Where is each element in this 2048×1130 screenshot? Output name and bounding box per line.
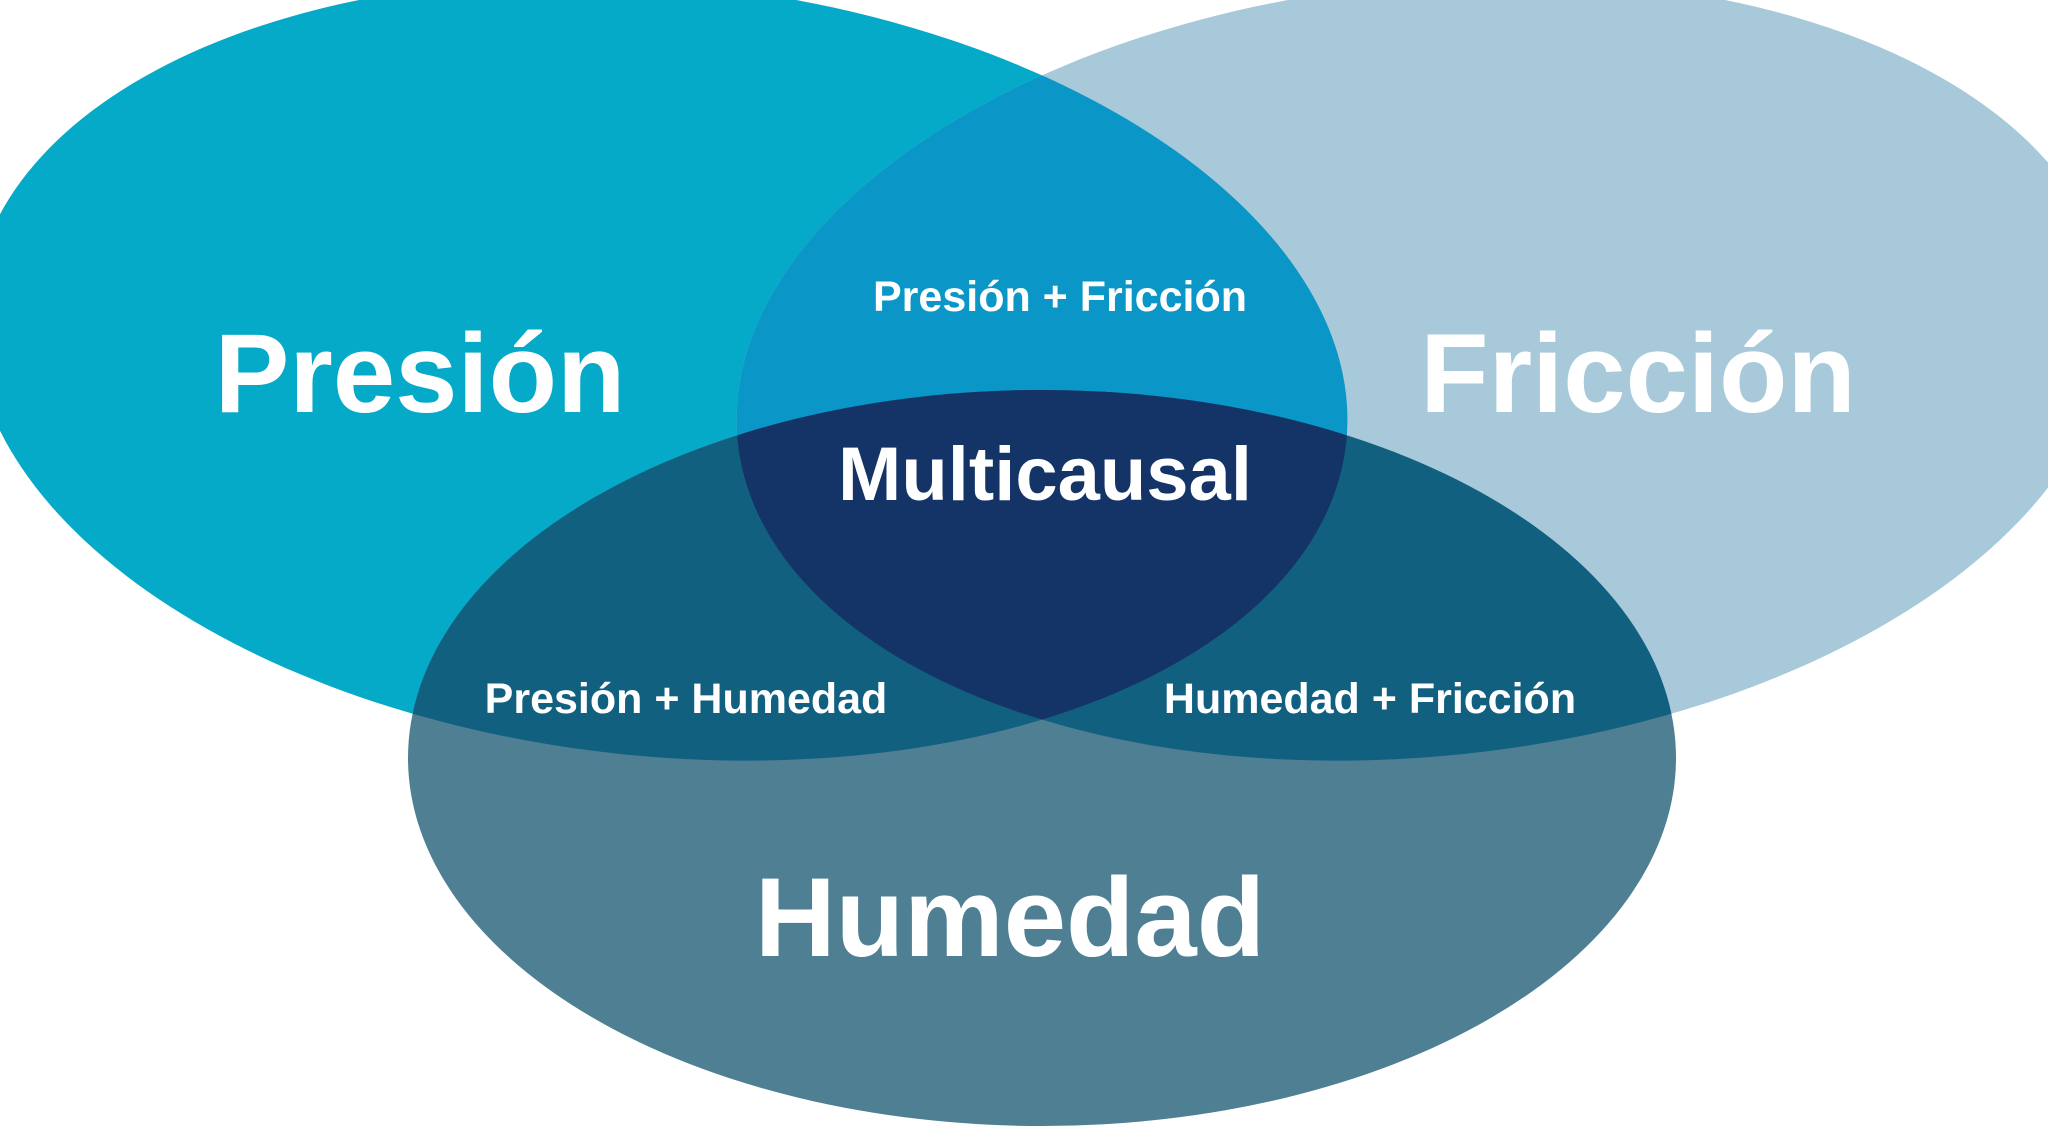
label-humedad-friccion: Humedad + Fricción [1164, 675, 1576, 723]
label-presion: Presión [215, 311, 626, 436]
label-humedad: Humedad [755, 855, 1265, 980]
label-friccion: Fricción [1420, 311, 1856, 436]
label-presion-friccion: Presión + Fricción [873, 273, 1247, 321]
label-presion-humedad: Presión + Humedad [485, 675, 888, 723]
region-multicausal [697, 390, 1348, 761]
label-multicausal: Multicausal [838, 432, 1252, 517]
